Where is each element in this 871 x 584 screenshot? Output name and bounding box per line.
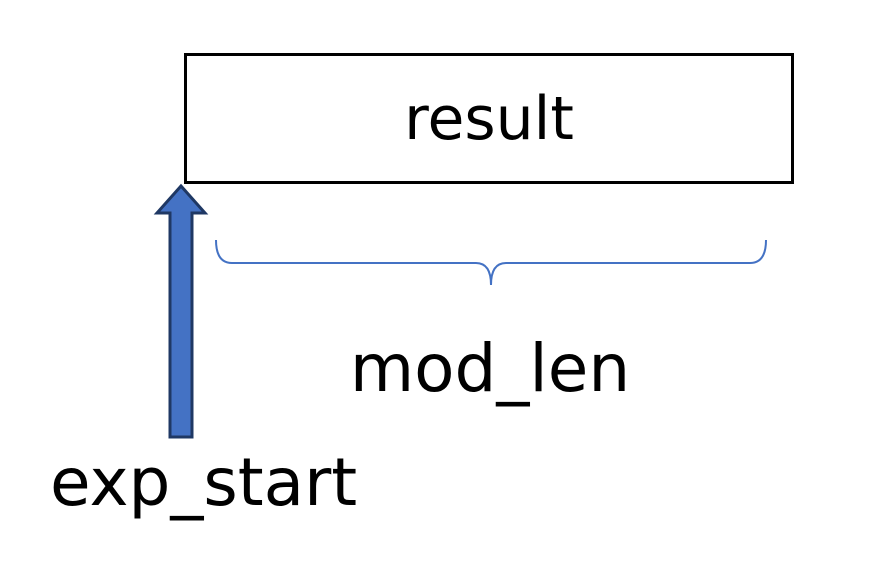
curly-brace-icon — [215, 239, 767, 286]
result-box: result — [184, 53, 794, 184]
exp-start-label: exp_start — [50, 444, 358, 521]
result-label: result — [404, 83, 574, 154]
up-arrow-icon — [153, 183, 209, 439]
mod-len-label: mod_len — [349, 330, 631, 407]
